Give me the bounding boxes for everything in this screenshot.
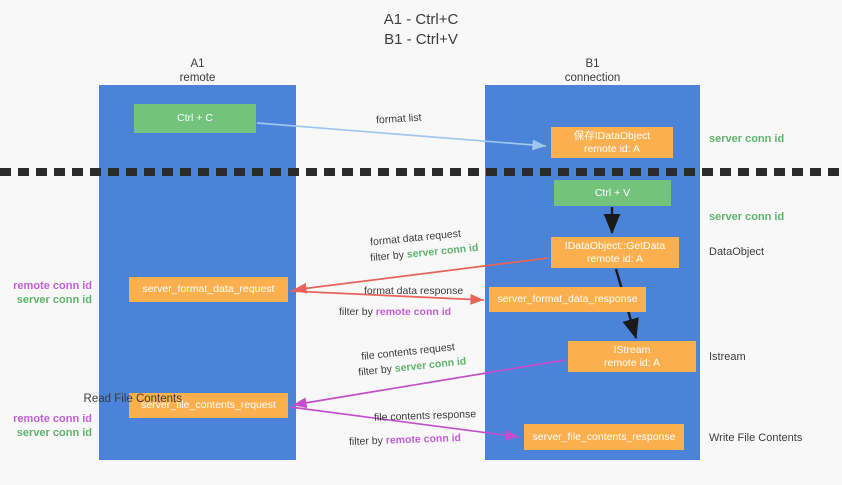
annotation-conn-ids-lower: remote conn id server conn id [0,412,92,440]
node-istream[interactable]: IStream remote id: A [568,341,696,372]
annotation-server-conn-id-second: server conn id [709,211,785,223]
filter-prefix: filter by [339,306,376,318]
page-title: A1 - Ctrl+C B1 - Ctrl+V [383,11,459,48]
edge-label-file-contents-response-filter: filter by remote conn id [349,431,461,449]
annotation-remote-conn-id: remote conn id [13,413,92,425]
annotation-write-file-contents: Write File Contents [709,432,803,444]
annotation-server-conn-id: server conn id [16,427,92,439]
edge-label-format-data-response: format data response [364,285,464,297]
node-server-file-contents-response[interactable]: server_file_contents_response [524,424,684,450]
edge-label-file-contents-response: file contents response [373,408,477,424]
node-save-idataobject[interactable]: 保存IDataObject remote id: A [551,127,673,158]
node-server-file-contents-request[interactable]: server_file_contents_request [129,393,288,418]
node-server-format-data-request[interactable]: server_format_data_request [129,277,288,302]
node-ctrl-c[interactable]: Ctrl + C [134,104,256,133]
lane-header-a1: A1 remote [179,58,216,84]
filter-key-remote-conn-id: remote conn id [385,432,462,447]
phase-divider [0,168,842,176]
node-server-format-data-response[interactable]: server_format_data_response [489,287,646,312]
lane-header-b1: B1 connection [564,58,621,84]
edge-label-format-list: format list [375,111,422,127]
annotation-dataobject: DataObject [709,246,765,258]
annotation-remote-conn-id: remote conn id [13,280,92,292]
filter-prefix: filter by [348,434,386,448]
filter-key-remote-conn-id: remote conn id [375,306,452,318]
node-ctrl-v[interactable]: Ctrl + V [554,180,671,206]
edge-label-format-data-response-filter: filter by remote conn id [339,305,451,319]
annotation-server-conn-id: server conn id [16,294,92,306]
node-idataobject-getdata[interactable]: IDataObject::GetData remote id: A [551,237,679,268]
filter-prefix: filter by [357,362,396,379]
annotation-istream: Istream [709,351,746,363]
annotation-conn-ids-upper: remote conn id server conn id [0,279,92,307]
annotation-server-conn-id-top: server conn id [709,133,785,145]
annotation-read-file-contents: Read File Contents [83,393,182,405]
filter-prefix: filter by [369,248,408,265]
